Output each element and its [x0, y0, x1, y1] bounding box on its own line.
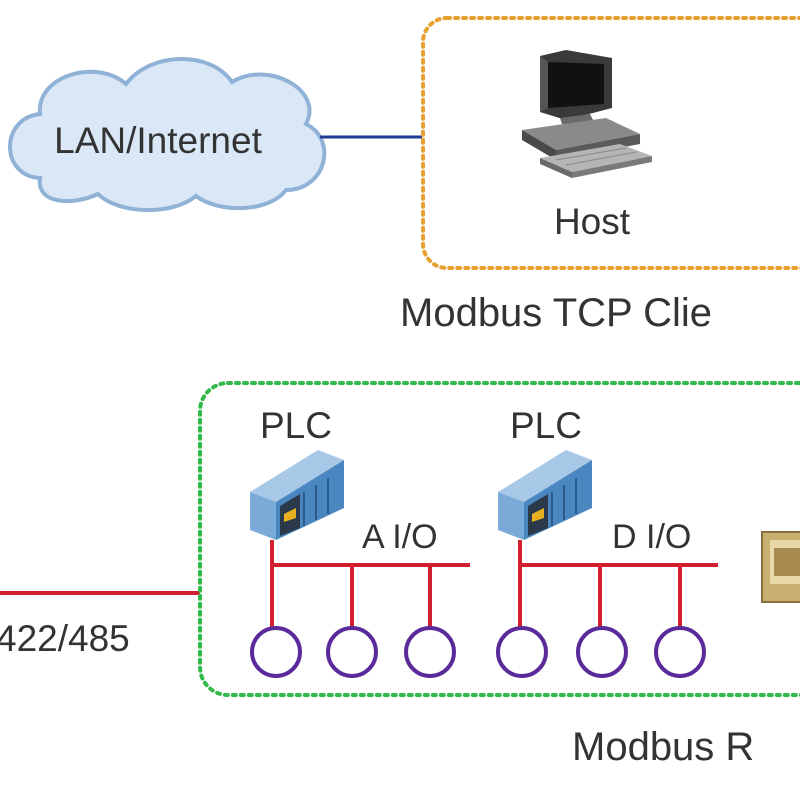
modbus-tcp-client-zone: Host	[421, 16, 800, 270]
cloud-label: LAN/Internet	[54, 120, 262, 161]
io-node	[250, 626, 302, 678]
io-node	[654, 626, 706, 678]
server-zone-caption: Modbus R	[572, 725, 754, 769]
client-zone-caption: Modbus TCP Clie	[400, 291, 712, 335]
host-computer-icon	[522, 50, 652, 178]
io-bus	[270, 540, 470, 630]
io-node	[404, 626, 456, 678]
server-zone-border	[198, 381, 800, 697]
io-node	[496, 626, 548, 678]
io-node	[576, 626, 628, 678]
plc-label: PLC	[260, 405, 332, 446]
serial-link-label: 422/485	[0, 618, 130, 659]
plc-rack-icon	[250, 450, 344, 540]
io-node	[326, 626, 378, 678]
modbus-server-zone: PLC A I/O PLC	[198, 381, 800, 697]
client-zone-border	[421, 16, 800, 270]
bus-label: A I/O	[362, 518, 438, 556]
io-bus	[518, 540, 718, 630]
plc-label: PLC	[510, 405, 582, 446]
bus-label: D I/O	[612, 518, 691, 556]
plc-group-2: PLC D I/O	[496, 405, 718, 678]
lan-internet-cloud: LAN/Internet	[8, 57, 327, 213]
plc-group-1: PLC A I/O	[250, 405, 470, 678]
host-label: Host	[554, 201, 631, 242]
plc-rack-icon	[498, 450, 592, 540]
panel-device-icon	[761, 531, 800, 603]
